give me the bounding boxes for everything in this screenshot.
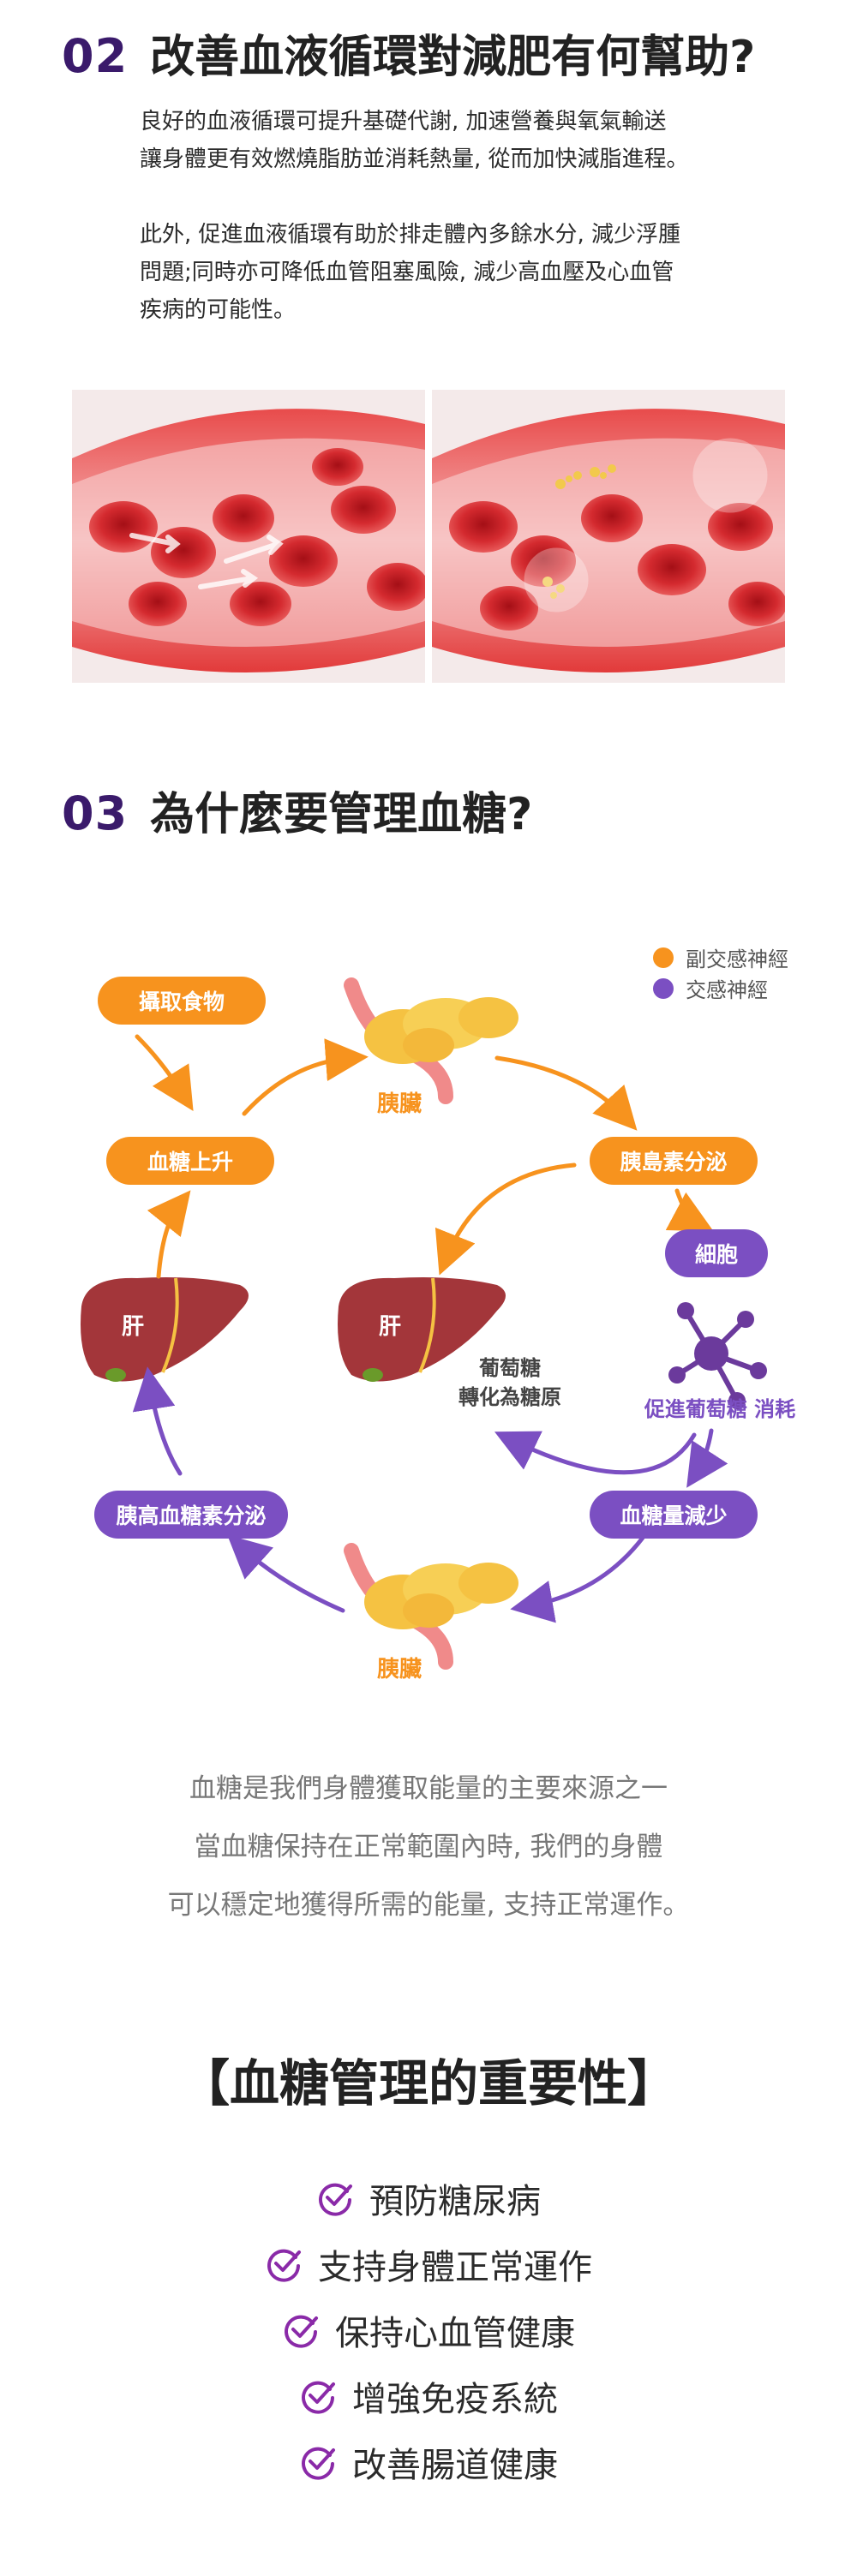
note-line: 轉化為糖原 — [458, 1385, 561, 1409]
intro-paragraph-1: 良好的血液循環可提升基礎代謝, 加速營養與氧氣輸送 讓身體更有效燃燒脂肪並消耗熱… — [140, 103, 791, 178]
molecule-icon — [668, 1302, 767, 1409]
blood-sugar-drop-pill: 血糖量減少 — [590, 1491, 758, 1539]
arrow-drop-to-pancreas — [510, 1535, 645, 1623]
importance-title: 【血糖管理的重要性】 — [179, 2054, 677, 2113]
importance-item-label: 保持心血管健康 — [335, 2314, 575, 2353]
importance-item: 保持心血管健康 — [0, 2305, 857, 2355]
liver-left-label: 肝 — [122, 1314, 145, 1340]
check-circle-icon — [267, 2249, 301, 2282]
importance-item: 支持身體正常運作 — [0, 2239, 857, 2289]
intro-paragraph-2: 此外, 促進血液循環有助於排走體內多餘水分, 減少浮腫 問題;同時亦可降低血管阻… — [140, 216, 791, 329]
glycogen-conversion-note: 葡萄糖 轉化為糖原 — [441, 1354, 578, 1412]
check-circle-icon — [319, 2183, 352, 2216]
cells-pill: 細胞 — [665, 1229, 768, 1277]
arrow-food-to-rise — [135, 1034, 194, 1111]
pancreas-top-label: 胰臟 — [377, 1091, 423, 1117]
legend-label: 副交感神經 — [686, 947, 788, 971]
liver-center-label: 肝 — [379, 1314, 402, 1340]
importance-item: 改善腸道健康 — [0, 2437, 857, 2487]
arrow-insulin-to-cells — [665, 1188, 714, 1232]
paragraph-line: 此外, 促進血液循環有助於排走體內多餘水分, 減少浮腫 — [140, 222, 681, 248]
paragraph-line: 問題;同時亦可降低血管阻塞風險, 減少高血壓及心血管 — [140, 260, 674, 285]
importance-item-label: 增強免疫系統 — [352, 2380, 558, 2419]
importance-item: 增強免疫系統 — [0, 2371, 857, 2421]
importance-item-label: 支持身體正常運作 — [318, 2248, 592, 2287]
arrow-consumption-to-glycogen — [494, 1431, 697, 1475]
insulin-secretion-pill: 胰島素分泌 — [590, 1137, 758, 1185]
legend-sympathetic: 交感神經 — [653, 973, 768, 1003]
summary-line: 當血糖保持在正常範圍內時, 我們的身體 — [194, 1832, 663, 1862]
note-part: 消耗 — [754, 1397, 796, 1421]
legend-dot — [653, 977, 674, 999]
check-circle-icon — [285, 2315, 318, 2348]
summary-line: 可以穩定地獲得所需的能量, 支持正常運作。 — [167, 1890, 690, 1921]
section-number: 03 — [62, 786, 129, 840]
paragraph-line: 疾病的可能性。 — [140, 297, 297, 323]
paragraph-line: 讓身體更有效燃燒脂肪並消耗熱量, 從而加快減脂進程。 — [140, 146, 689, 172]
glucagon-secretion-pill: 胰高血糖素分泌 — [94, 1491, 288, 1539]
check-circle-icon — [302, 2447, 335, 2480]
arrow-liver-to-rise — [147, 1190, 191, 1279]
importance-item-label: 預防糖尿病 — [369, 2182, 541, 2221]
arrow-glucagon-to-liver — [132, 1366, 183, 1476]
note-part: 促進葡萄糖 — [644, 1397, 747, 1421]
liver-center-icon — [338, 1277, 506, 1382]
section-02-heading: 02 改善血液循環對減肥有何幫助? — [62, 21, 755, 85]
importance-item-label: 改善腸道健康 — [352, 2446, 558, 2485]
section-03-heading: 03 為什麼要管理血糖? — [62, 778, 532, 842]
pancreas-bottom-icon — [344, 1543, 518, 1670]
glucose-consumption-note: 促進葡萄糖 消耗 — [626, 1395, 814, 1424]
arrow-pancreas-to-glucagon — [227, 1534, 345, 1613]
section-number: 02 — [62, 29, 129, 83]
arrow-consumption-to-drop — [686, 1428, 728, 1488]
section-title: 改善血液循環對減肥有何幫助? — [150, 32, 756, 83]
legend-parasympathetic: 副交感神經 — [653, 942, 788, 972]
blood-vessel-image-flow — [72, 390, 425, 683]
summary-text: 血糖是我們身體獲取能量的主要來源之一 當血糖保持在正常範圍內時, 我們的身體 可… — [0, 1760, 857, 1934]
summary-line: 血糖是我們身體獲取能量的主要來源之一 — [189, 1773, 668, 1804]
liver-left-icon — [81, 1277, 249, 1382]
note-line: 葡萄糖 — [479, 1356, 541, 1380]
blood-sugar-rise-pill: 血糖上升 — [106, 1137, 274, 1185]
pancreas-bottom-label: 胰臟 — [377, 1657, 423, 1682]
legend-label: 交感神經 — [686, 978, 768, 1002]
blood-vessel-image-fat — [432, 390, 785, 683]
importance-item: 預防糖尿病 — [0, 2173, 857, 2223]
section-title: 為什麼要管理血糖? — [150, 789, 533, 840]
arrow-insulin-to-liver — [434, 1162, 577, 1276]
blood-sugar-cycle-diagram: 副交感神經 交感神經 攝取食物 血糖上升 胰臟 胰島素分泌 細胞 肝 肝 葡萄糖… — [0, 908, 857, 1696]
food-intake-pill: 攝取食物 — [98, 977, 266, 1025]
check-circle-icon — [302, 2381, 335, 2414]
legend-dot — [653, 947, 674, 968]
arrow-rise-to-pancreas — [242, 1038, 369, 1116]
pancreas-top-icon — [344, 977, 518, 1104]
arrow-pancreas-to-insulin — [494, 1055, 638, 1131]
paragraph-line: 良好的血液循環可提升基礎代謝, 加速營養與氧氣輸送 — [140, 109, 667, 134]
